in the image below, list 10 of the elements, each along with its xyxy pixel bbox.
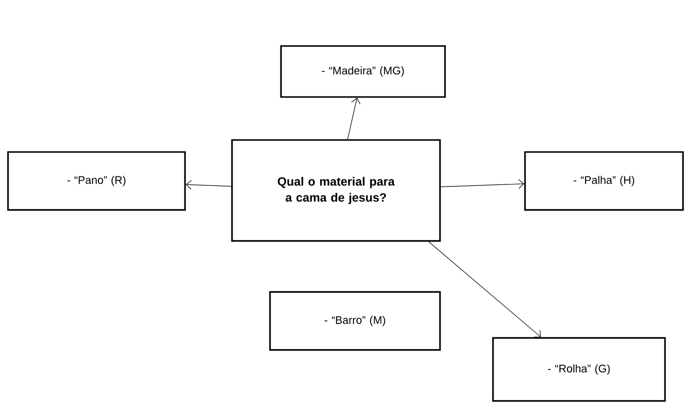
arrow	[186, 180, 232, 190]
arrow	[347, 98, 361, 140]
answer-box: - “Rolha” (G)	[492, 337, 666, 402]
answer-box: - “Pano” (R)	[7, 151, 186, 211]
answer-box: - “Palha” (H)	[524, 151, 684, 211]
question-box: Qual o material para a cama de jesus?	[231, 139, 441, 242]
answer-box: - “Barro” (M)	[269, 291, 441, 351]
arrow	[428, 241, 542, 338]
arrow	[440, 179, 524, 189]
answer-box: - “Madeira” (MG)	[280, 45, 446, 98]
